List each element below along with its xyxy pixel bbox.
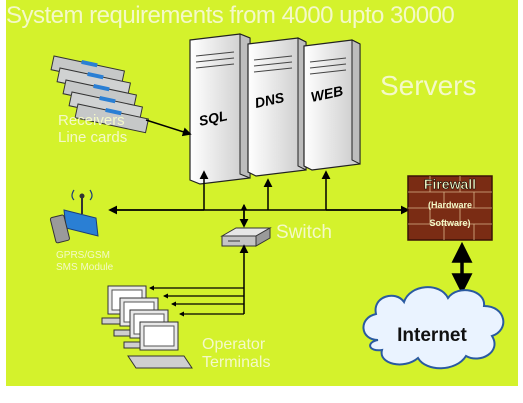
internet-label: Internet <box>397 325 467 346</box>
line-cards-icon <box>50 55 150 134</box>
line-cards-to-sql-arrow <box>145 119 192 137</box>
receivers-label-line2: Line cards <box>58 129 128 146</box>
gprs-module-icon <box>49 189 99 244</box>
gprs-label-line2: SMS Module <box>56 262 114 273</box>
receivers-label: Receivers Line cards <box>58 112 127 146</box>
operator-label-line1: Operator <box>202 336 266 353</box>
firewall-icon <box>407 175 493 241</box>
gprs-label-line1: GPRS/GSM <box>56 250 110 261</box>
switch-icon <box>220 227 272 247</box>
firewall-line2: Software) <box>429 218 470 228</box>
internet-cloud-icon <box>362 286 505 370</box>
server-dns-label: DNS <box>253 89 286 111</box>
server-web-label: WEB <box>309 82 344 104</box>
operator-terminals-label: Operator Terminals <box>202 336 270 372</box>
server-web <box>303 39 361 171</box>
switch-label: Switch <box>276 222 332 243</box>
server-sql-label: SQL <box>197 107 228 129</box>
servers-label: Servers <box>380 70 477 101</box>
firewall-title: Firewall <box>424 176 476 192</box>
gprs-label: GPRS/GSM SMS Module <box>56 250 113 274</box>
firewall-line1: (Hardware <box>428 200 472 210</box>
operator-label-line2: Terminals <box>202 354 271 371</box>
page-title: System requirements from 4000 upto 30000 <box>6 2 455 29</box>
operator-terminals-icon <box>101 285 193 369</box>
receivers-label-line1: Receivers <box>58 112 125 129</box>
